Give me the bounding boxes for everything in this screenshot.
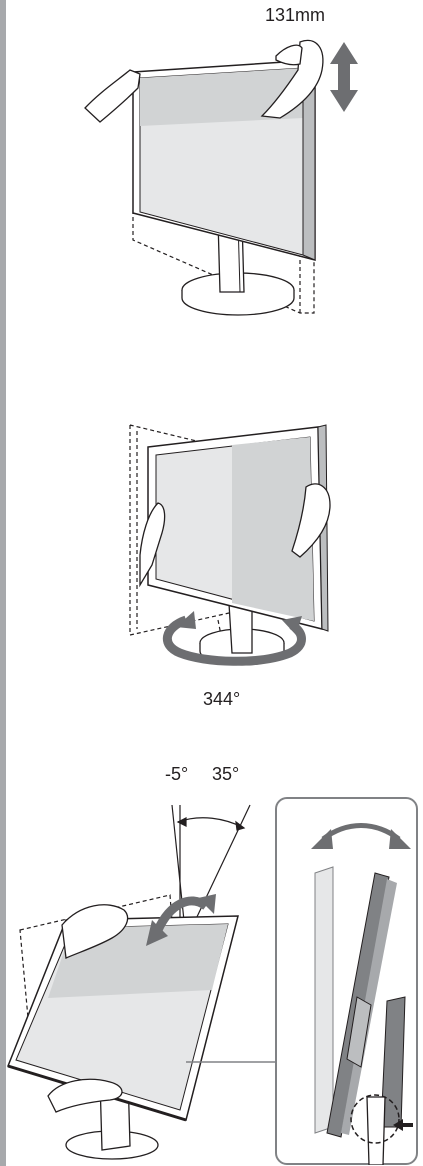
hinge-detail-circle: [350, 1094, 400, 1144]
hands: [47, 904, 129, 1113]
hands: [84, 39, 324, 123]
tilt-arrow: [146, 894, 216, 946]
tilt-detail-drawing: [311, 823, 413, 1165]
tilt-figure: [7, 804, 275, 1160]
vertical-double-arrow: [330, 42, 358, 112]
tilt-back-label: -5°: [165, 764, 189, 784]
monitor-rotated: [147, 424, 329, 632]
tilt-detail-arrow: [311, 823, 411, 849]
height-adjust-figure: [84, 39, 358, 316]
tilt-forward-label: 35°: [212, 764, 240, 784]
swivel-figure: [129, 424, 331, 666]
tilt-detail-callout: [275, 797, 418, 1165]
swivel-arrow: [163, 611, 306, 666]
height-value-label: 131mm: [265, 5, 326, 25]
swivel-value-label: 344°: [203, 689, 241, 709]
hands: [139, 483, 331, 588]
hinge-pointer-arrow: [393, 1119, 413, 1131]
monitor-tilted: [7, 915, 239, 1122]
left-margin-rule: [0, 0, 6, 1166]
